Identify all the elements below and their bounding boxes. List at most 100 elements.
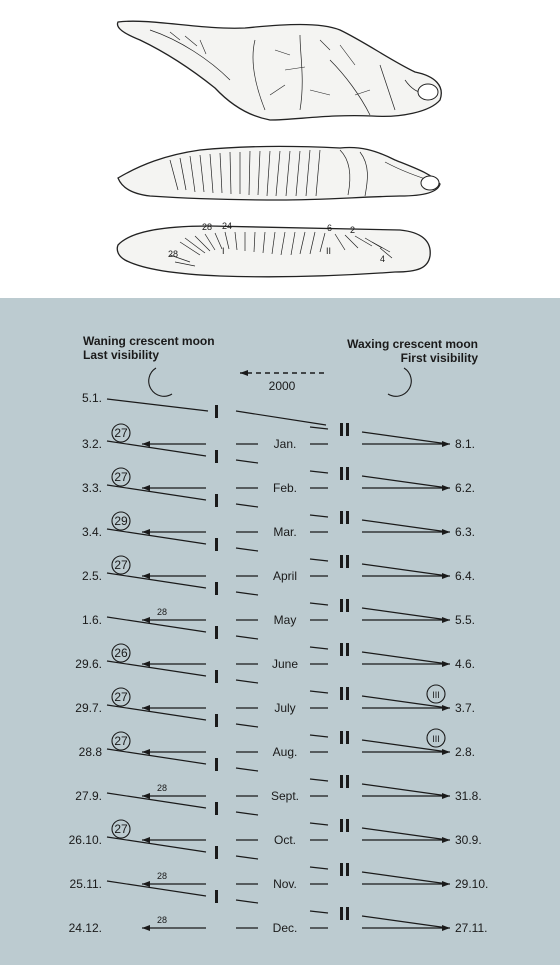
artifact-top-view [116, 20, 442, 121]
top-slant-line-right [235, 410, 327, 426]
lunar-calendar-panel: Waning crescent moon Last visibility Wax… [0, 298, 560, 965]
month-rows: 3.2.Jan.8.1.273.3.Feb.6.2.273.4.Mar.6.3.… [69, 398, 488, 935]
row-2-left-date: 3.3. [82, 481, 102, 495]
tally-mark-I [215, 405, 218, 418]
row-4-circle-marker [111, 555, 131, 575]
row-10-tally-II-a [340, 819, 343, 832]
row-12-small-number: 28 [157, 915, 167, 925]
row-8-tally-II-a [340, 731, 343, 744]
row-12-right-slant [361, 915, 449, 929]
row-9-right-slant [361, 783, 449, 797]
row-1-left-date: 3.2. [82, 437, 102, 451]
row-7-right-slant [361, 695, 449, 709]
row-2-tally-II-a [340, 467, 343, 480]
row-1-tally-II-a [340, 423, 343, 436]
row-4-month-label: April [273, 569, 297, 583]
row-8-left-date: 28.8 [79, 745, 103, 759]
row-7-left-date: 29.7. [75, 701, 102, 715]
row-6-left-slant [106, 660, 207, 677]
row-9-tally-I [215, 802, 218, 815]
row-10-left-date: 26.10. [69, 833, 102, 847]
row-10-month-label: Oct. [274, 833, 296, 847]
row-10-tally-II-b [346, 819, 349, 832]
row-3-circle-marker [111, 511, 131, 531]
row-9-month-label: Sept. [271, 789, 299, 803]
row-7-right-date: 3.7. [455, 701, 475, 715]
row-10-dash-lower [235, 855, 259, 860]
waning-moon-icon [148, 367, 173, 397]
arrow-label: 2000 [269, 379, 296, 393]
row-2-left-slant [106, 484, 207, 501]
right-header-subtitle: First visibility [401, 351, 479, 365]
row-5-left-slant [106, 616, 207, 633]
row-1-left-slant [106, 440, 207, 457]
row-3-tally-II-b [346, 511, 349, 524]
row-3-circle-number: 29 [114, 514, 128, 528]
row-4-dash-lower [235, 591, 259, 596]
row-5-right-slant [361, 607, 449, 621]
row-10-circle-number: 27 [114, 822, 128, 836]
row-9-tally-II-a [340, 775, 343, 788]
row-7-dash-upper [309, 690, 329, 694]
bone-artifact-illustration: 28 24 28 I 6 2 II 4 [116, 20, 442, 278]
row-6-right-date: 4.6. [455, 657, 475, 671]
row-4-tally-II-b [346, 555, 349, 568]
artifact-label-I: I [222, 246, 225, 256]
row-3-right-slant [361, 519, 449, 533]
row-1-dash-lower [235, 459, 259, 464]
row-7-circle-marker [111, 687, 131, 707]
row-12-month-label: Dec. [273, 921, 298, 935]
row-4-right-date: 6.4. [455, 569, 475, 583]
row-3-left-date: 3.4. [82, 525, 102, 539]
row-4-tally-I [215, 582, 218, 595]
row-7-tally-II-a [340, 687, 343, 700]
artifact-label-II: II [326, 246, 331, 256]
artifact-schematic: 28 24 28 I 6 2 II 4 [116, 221, 431, 278]
row-6-right-slant [361, 651, 449, 665]
row-6-tally-II-a [340, 643, 343, 656]
row-1-right-slant [361, 431, 449, 445]
waxing-moon-icon [387, 367, 412, 397]
row-1-dash-upper [309, 426, 329, 430]
row-7-tally-II-b [346, 687, 349, 700]
artifact-drawings: 28 24 28 I 6 2 II 4 [0, 0, 560, 298]
row-1-circle-marker [111, 423, 131, 443]
row-2-dash-lower [235, 503, 259, 508]
row-1-tally-II-b [346, 423, 349, 436]
row-1-right-date: 8.1. [455, 437, 475, 451]
row-9-left-slant [106, 792, 207, 809]
row-3-month-label: Mar. [273, 525, 296, 539]
row-7-left-slant [106, 704, 207, 721]
row-8-dash-lower [235, 767, 259, 772]
row-11-dash-upper [309, 866, 329, 870]
row-10-circle-marker [111, 819, 131, 839]
row-5-left-date: 1.6. [82, 613, 102, 627]
row-2-tally-I [215, 494, 218, 507]
row-5-tally-II-b [346, 599, 349, 612]
row-1-month-label: Jan. [274, 437, 297, 451]
row-4-left-slant [106, 572, 207, 589]
row-5-right-date: 5.5. [455, 613, 475, 627]
row-2-circle-number: 27 [114, 470, 128, 484]
row-7-tally-I [215, 714, 218, 727]
left-header-title: Waning crescent moon [83, 334, 215, 348]
artifact-label-2: 2 [350, 225, 355, 235]
row-12-tally-II-b [346, 907, 349, 920]
row-2-right-date: 6.2. [455, 481, 475, 495]
row-11-left-slant [106, 880, 207, 897]
row-7-right-circle-marker [426, 684, 446, 704]
top-slant-line [106, 398, 209, 412]
row-2-tally-II-b [346, 467, 349, 480]
row-6-circle-number: 26 [114, 646, 128, 660]
row-7-month-label: July [274, 701, 295, 715]
left-header-subtitle: Last visibility [83, 348, 159, 362]
row-7-dash-lower [235, 723, 259, 728]
artifact-label-28b: 28 [168, 249, 178, 259]
row-3-right-date: 6.3. [455, 525, 475, 539]
row-9-left-date: 27.9. [75, 789, 102, 803]
row-10-right-date: 30.9. [455, 833, 482, 847]
row-8-right-slant [361, 739, 449, 753]
row-12-dash-upper [309, 910, 329, 914]
row-10-dash-upper [309, 822, 329, 826]
row-5-tally-I [215, 626, 218, 639]
